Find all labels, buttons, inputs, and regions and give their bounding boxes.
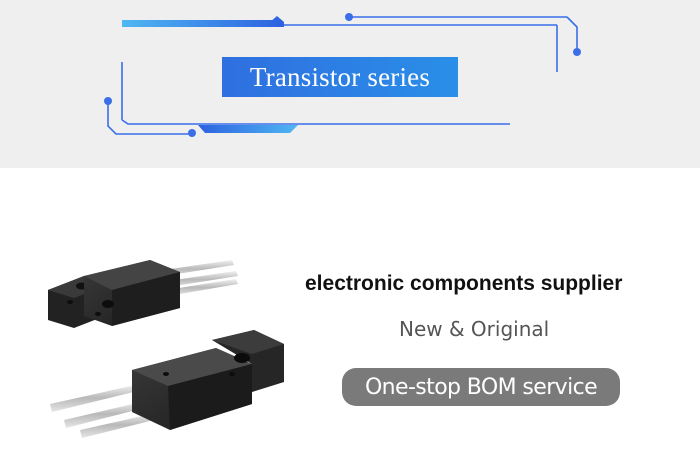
- circuit-decoration: [104, 13, 581, 137]
- banner: Transistor series: [0, 0, 700, 168]
- bom-service-badge: One-stop BOM service: [342, 368, 620, 406]
- transistor-back: [48, 260, 238, 328]
- title-box: Transistor series: [222, 57, 458, 97]
- banner-title: Transistor series: [249, 61, 431, 92]
- new-original-text: New & Original: [399, 317, 550, 341]
- two-transistors-image: [48, 260, 284, 438]
- transistor-front: [50, 330, 284, 438]
- supplier-tagline: electronic components supplier: [305, 272, 623, 295]
- bom-service-label: One-stop BOM service: [364, 374, 598, 400]
